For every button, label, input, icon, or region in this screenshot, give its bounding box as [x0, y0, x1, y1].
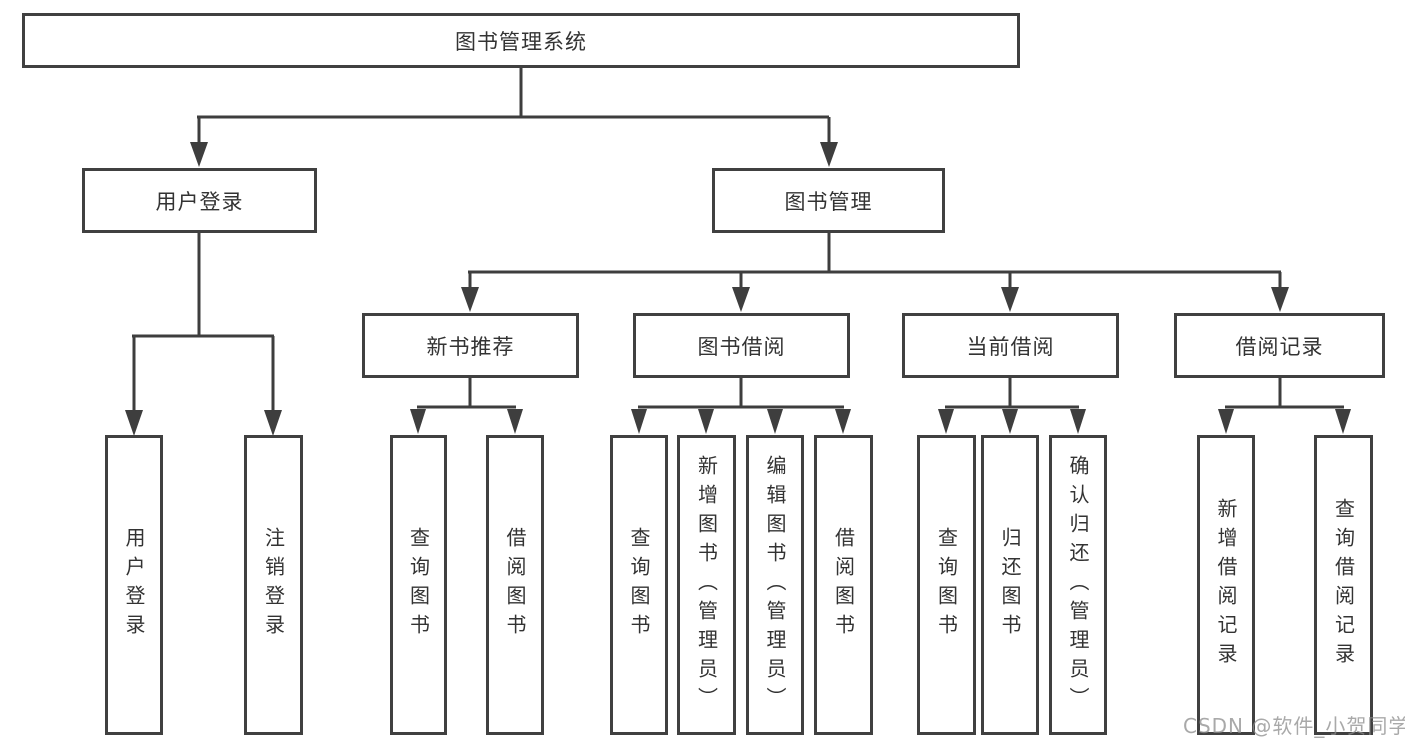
node-new-book-recommend-label: 新书推荐 [426, 334, 515, 359]
node-user-login: 用户登录 [82, 168, 317, 233]
node-book-borrow-label: 图书借阅 [697, 334, 786, 359]
leaf-query-books-1-label: 查询图书 [406, 527, 431, 643]
leaf-query-borrow-record-label: 查询借阅记录 [1331, 498, 1356, 672]
leaf-logout-label: 注销登录 [261, 527, 286, 643]
leaf-add-books-admin-label: 新增图书（管理员） [694, 454, 719, 716]
node-root-label: 图书管理系统 [455, 29, 587, 54]
leaf-borrow-books-2-label: 借阅图书 [831, 527, 856, 643]
node-borrow-records-label: 借阅记录 [1235, 334, 1324, 359]
leaf-borrow-books-2: 借阅图书 [814, 435, 873, 735]
node-user-login-label: 用户登录 [155, 189, 244, 214]
node-borrow-records: 借阅记录 [1174, 313, 1385, 378]
leaf-user-login-label: 用户登录 [122, 527, 146, 643]
leaf-add-borrow-record-label: 新增借阅记录 [1214, 498, 1238, 672]
leaf-borrow-books-1-label: 借阅图书 [503, 527, 527, 643]
csdn-watermark: CSDN @软件_小贺同学 [1183, 714, 1405, 738]
node-new-book-recommend: 新书推荐 [362, 313, 579, 378]
leaf-query-borrow-record: 查询借阅记录 [1314, 435, 1373, 735]
leaf-confirm-return-admin: 确认归还（管理员） [1049, 435, 1107, 735]
leaf-edit-books-admin-label: 编辑图书（管理员） [763, 454, 787, 716]
leaf-add-borrow-record: 新增借阅记录 [1197, 435, 1255, 735]
node-book-management-label: 图书管理 [784, 189, 873, 214]
node-root: 图书管理系统 [22, 13, 1020, 68]
leaf-query-books-2: 查询图书 [610, 435, 668, 735]
leaf-query-books-1: 查询图书 [390, 435, 447, 735]
leaf-query-books-3: 查询图书 [917, 435, 976, 735]
node-book-management: 图书管理 [712, 168, 945, 233]
leaf-logout: 注销登录 [244, 435, 303, 735]
leaf-add-books-admin: 新增图书（管理员） [677, 435, 736, 735]
leaf-query-books-3-label: 查询图书 [934, 527, 959, 643]
leaf-query-books-2-label: 查询图书 [627, 527, 651, 643]
leaf-borrow-books-1: 借阅图书 [486, 435, 544, 735]
leaf-return-books: 归还图书 [981, 435, 1039, 735]
leaf-return-books-label: 归还图书 [998, 527, 1022, 643]
node-current-borrow: 当前借阅 [902, 313, 1119, 378]
leaf-user-login: 用户登录 [105, 435, 163, 735]
leaf-confirm-return-admin-label: 确认归还（管理员） [1066, 454, 1090, 716]
node-book-borrow: 图书借阅 [633, 313, 850, 378]
node-current-borrow-label: 当前借阅 [966, 334, 1055, 359]
leaf-edit-books-admin: 编辑图书（管理员） [746, 435, 804, 735]
